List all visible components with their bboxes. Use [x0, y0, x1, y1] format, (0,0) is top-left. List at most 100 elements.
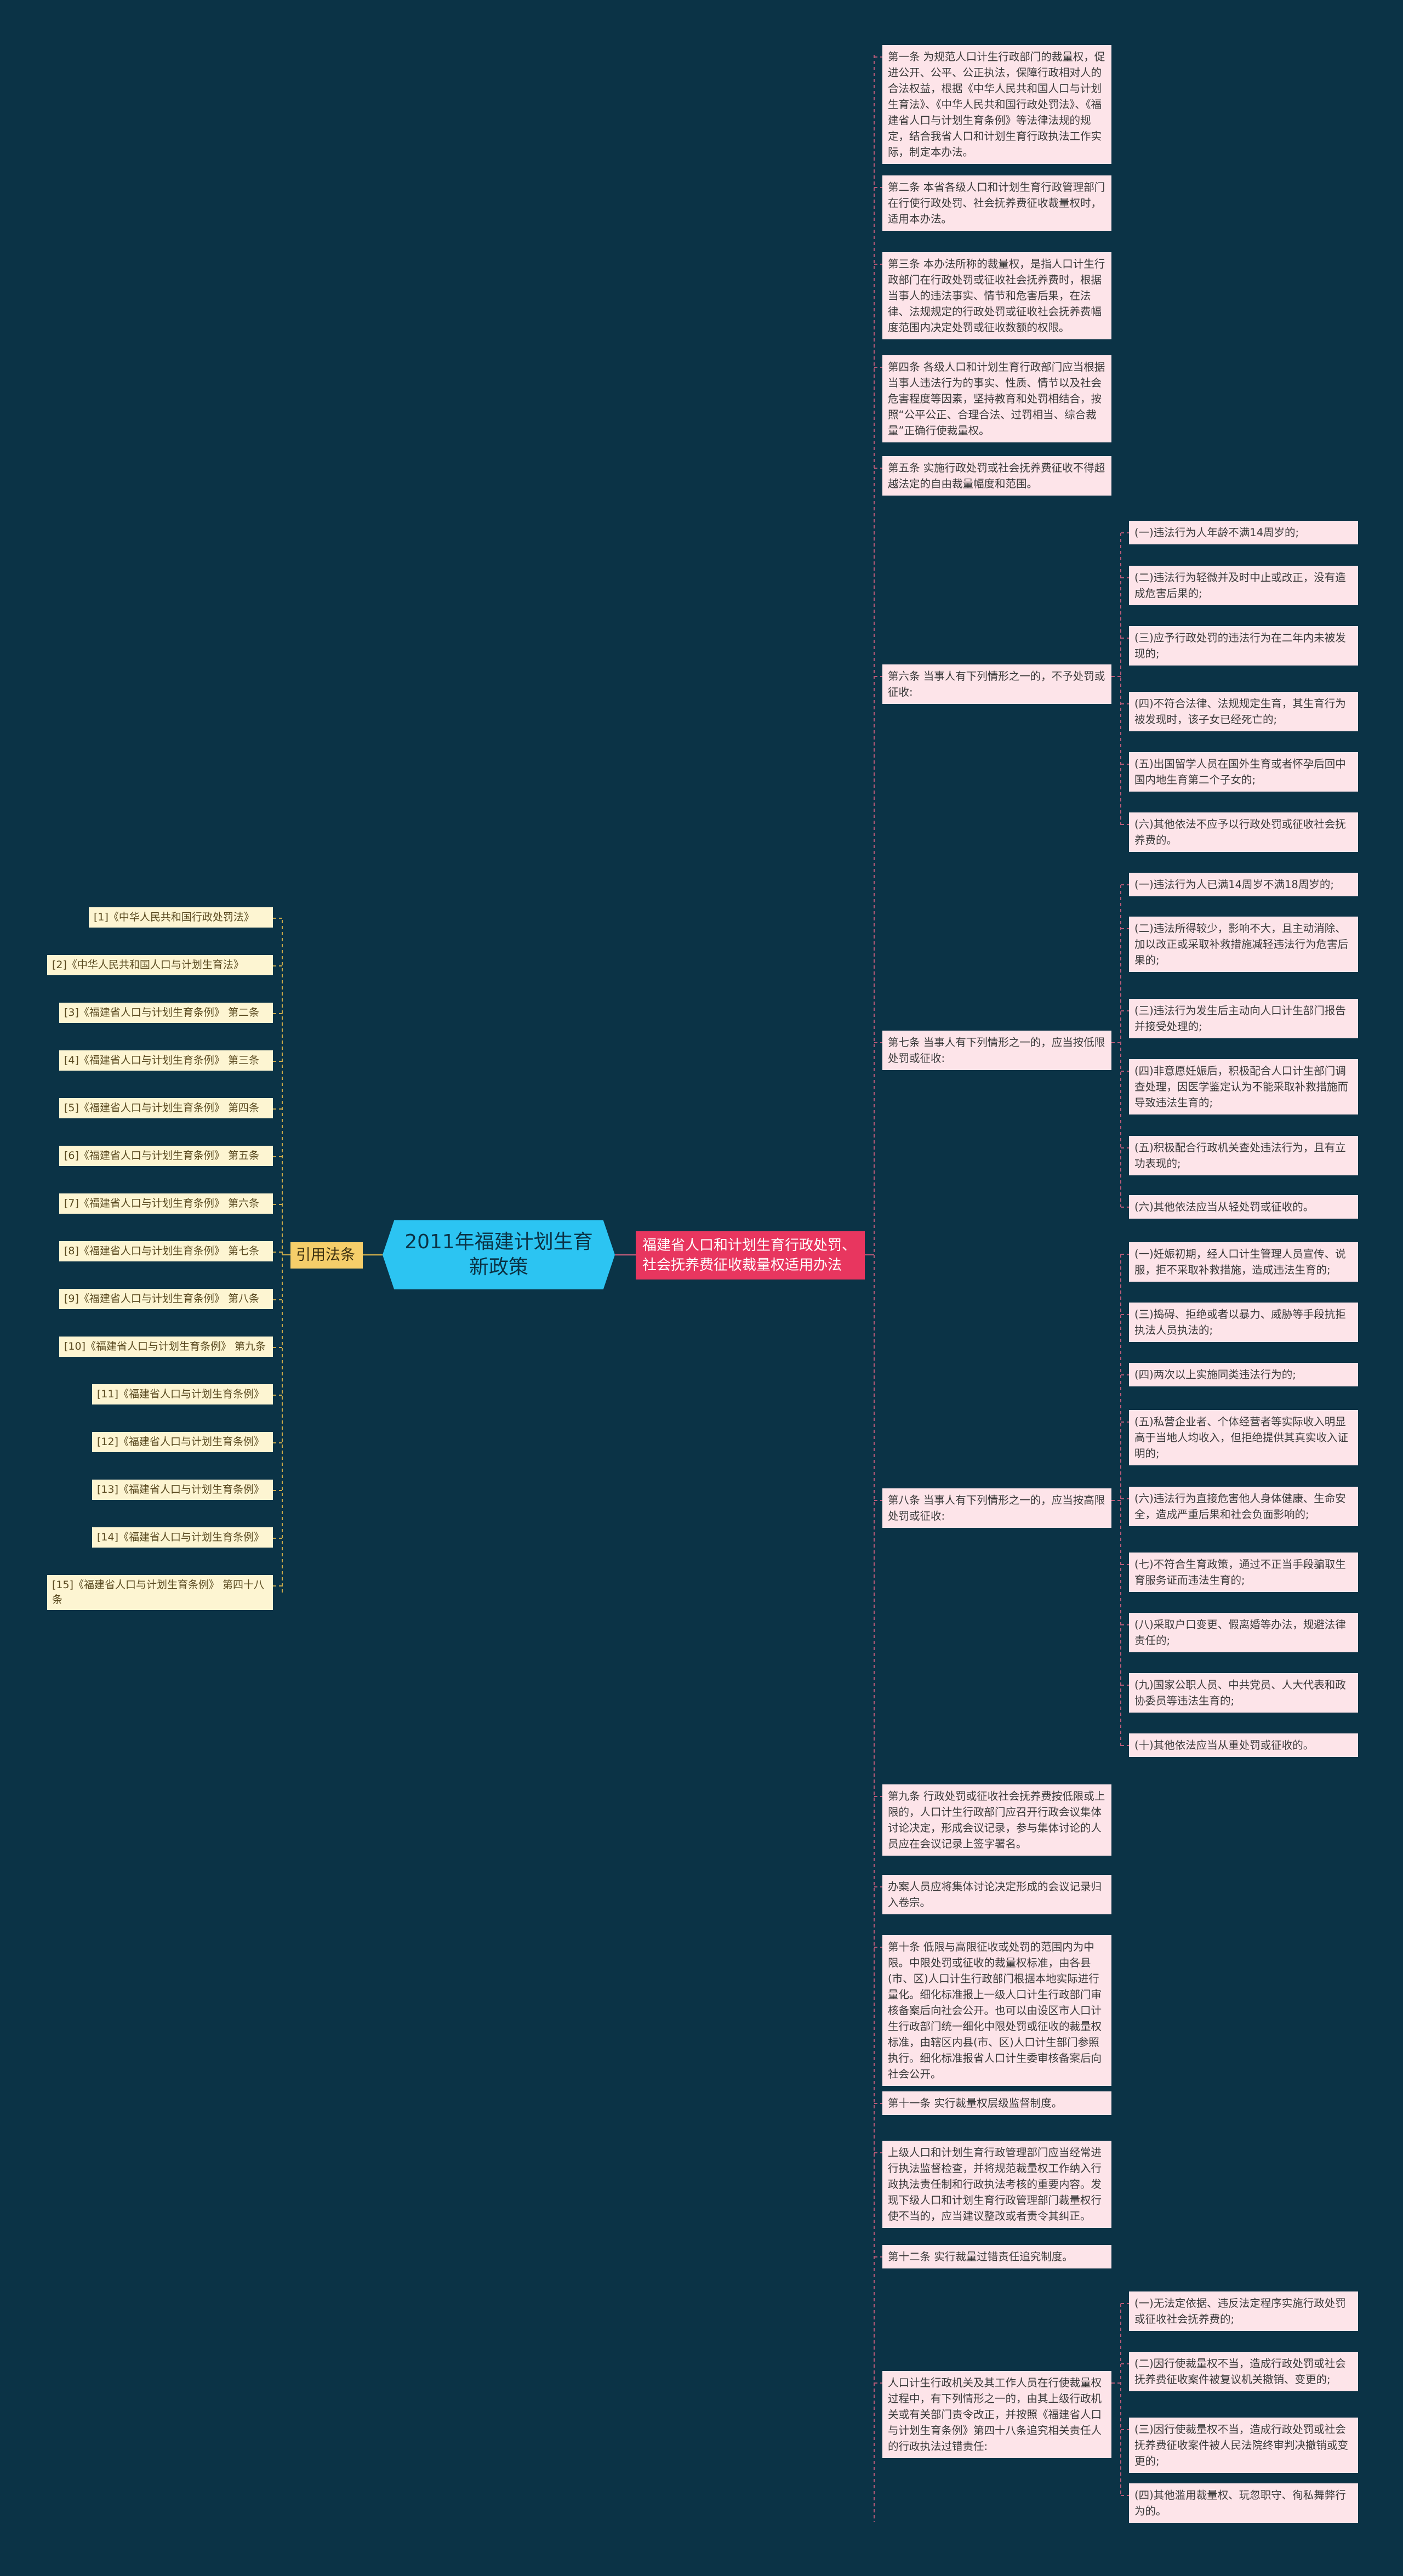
ref-item-label: [9]《福建省人口与计划生育条例》 第八条	[64, 1293, 259, 1305]
art12-items-item-label: (三)因行使裁量权不当，造成行政处罚或社会抚养费征收案件被人民法院终审判决撤销或…	[1134, 2423, 1349, 2467]
art7-items-item[interactable]: (一)违法行为人已满14周岁不满18周岁的;	[1129, 873, 1358, 896]
art6-items-item[interactable]: (六)其他依法不应予以行政处罚或征收社会抚养费的。	[1129, 812, 1358, 852]
article-13-label: 上级人口和计划生育行政管理部门应当经常进行执法监督检查，并将规范裁量权工作纳入行…	[888, 2146, 1102, 2222]
refs-branch[interactable]: 引用法条	[290, 1242, 363, 1269]
ref-item[interactable]: [7]《福建省人口与计划生育条例》 第六条	[59, 1193, 273, 1214]
art8-items-item[interactable]: (十)其他依法应当从重处罚或征收的。	[1129, 1733, 1358, 1757]
center-topic[interactable]: 2011年福建计划生育新政策	[383, 1220, 615, 1289]
ref-item[interactable]: [6]《福建省人口与计划生育条例》 第五条	[59, 1146, 273, 1166]
art12-items-item[interactable]: (一)无法定依据、违反法定程序实施行政处罚或征收社会抚养费的;	[1129, 2291, 1358, 2331]
article-9-label: 第九条 行政处罚或征收社会抚养费按低限或上限的，人口计生行政部门应召开行政会议集…	[888, 1790, 1105, 1850]
art7-items-item[interactable]: (二)违法所得较少，影响不大，且主动消除、加以改正或采取补救措施减轻违法行为危害…	[1129, 917, 1358, 972]
ref-item[interactable]: [3]《福建省人口与计划生育条例》 第二条	[59, 1003, 273, 1023]
art8-items-item[interactable]: (三)捣碍、拒绝或者以暴力、威胁等手段抗拒执法人员执法的;	[1129, 1303, 1358, 1342]
art12-items-item[interactable]: (四)其他滥用裁量权、玩忽职守、徇私舞弊行为的。	[1129, 2483, 1358, 2523]
ref-item[interactable]: [11]《福建省人口与计划生育条例》	[92, 1384, 273, 1404]
art7-items-item[interactable]: (四)非意愿妊娠后，积极配合人口计生部门调查处理，因医学鉴定认为不能采取补救措施…	[1129, 1059, 1358, 1114]
art8-items-item-label: (八)采取户口变更、假离婚等办法，规避法律责任的;	[1134, 1618, 1346, 1647]
ref-item-label: [4]《福建省人口与计划生育条例》 第三条	[64, 1054, 259, 1066]
art8-items-item[interactable]: (九)国家公职人员、中共党员、人大代表和政协委员等违法生育的;	[1129, 1673, 1358, 1713]
ref-item-label: [2]《中华人民共和国人口与计划生育法》	[52, 959, 244, 971]
art7-items-item-label: (五)积极配合行政机关查处违法行为，且有立功表现的;	[1134, 1141, 1346, 1170]
article-2-label: 第二条 本省各级人口和计划生育行政管理部门在行使行政处罚、社会抚养费征收裁量权时…	[888, 181, 1105, 225]
article-3-label: 第三条 本办法所称的裁量权，是指人口计生行政部门在行政处罚或征收社会抚养费时，根…	[888, 258, 1105, 334]
article-12-label: 第十一条 实行裁量权层级监督制度。	[888, 2097, 1063, 2109]
article-9[interactable]: 第九条 行政处罚或征收社会抚养费按低限或上限的，人口计生行政部门应召开行政会议集…	[882, 1784, 1111, 1856]
art12-items-item[interactable]: (二)因行使裁量权不当，造成行政处罚或社会抚养费征收案件被复议机关撤销、变更的;	[1129, 2352, 1358, 2391]
art8-items-item-label: (四)两次以上实施同类违法行为的;	[1134, 1368, 1296, 1381]
main-branch[interactable]: 福建省人口和计划生育行政处罚、社会抚养费征收裁量权适用办法	[636, 1231, 865, 1280]
art8-items-item[interactable]: (四)两次以上实施同类违法行为的;	[1129, 1363, 1358, 1386]
ref-item[interactable]: [13]《福建省人口与计划生育条例》	[92, 1480, 273, 1500]
ref-item-label: [11]《福建省人口与计划生育条例》	[97, 1388, 265, 1400]
ref-item[interactable]: [14]《福建省人口与计划生育条例》	[92, 1527, 273, 1548]
art8-items-item[interactable]: (八)采取户口变更、假离婚等办法，规避法律责任的;	[1129, 1613, 1358, 1652]
article-11-label: 第十条 低限与高限征收或处罚的范围内为中限。中限处罚或征收的裁量权标准，由各县(…	[888, 1941, 1102, 2080]
ref-item[interactable]: [10]《福建省人口与计划生育条例》 第九条	[59, 1337, 273, 1357]
ref-item[interactable]: [4]《福建省人口与计划生育条例》 第三条	[59, 1050, 273, 1071]
ref-item[interactable]: [1]《中华人民共和国行政处罚法》	[89, 907, 273, 928]
article-2[interactable]: 第二条 本省各级人口和计划生育行政管理部门在行使行政处罚、社会抚养费征收裁量权时…	[882, 175, 1111, 231]
article-14-label: 第十二条 实行裁量过错责任追究制度。	[888, 2250, 1073, 2263]
center-topic-label: 2011年福建计划生育新政策	[404, 1231, 593, 1278]
article-1-label: 第一条 为规范人口计生行政部门的裁量权，促进公开、公平、公正执法，保障行政相对人…	[888, 50, 1105, 158]
article-11[interactable]: 第十条 低限与高限征收或处罚的范围内为中限。中限处罚或征收的裁量权标准，由各县(…	[882, 1935, 1111, 2086]
article-10[interactable]: 办案人员应将集体讨论决定形成的会议记录归入卷宗。	[882, 1875, 1111, 1914]
art6-items-item-label: (一)违法行为人年龄不满14周岁的;	[1134, 526, 1299, 539]
article-8[interactable]: 第八条 当事人有下列情形之一的，应当按高限处罚或征收:	[882, 1488, 1111, 1528]
ref-item[interactable]: [9]《福建省人口与计划生育条例》 第八条	[59, 1289, 273, 1309]
art8-items-item[interactable]: (七)不符合生育政策，通过不正当手段骗取生育服务证而违法生育的;	[1129, 1553, 1358, 1592]
article-7-label: 第七条 当事人有下列情形之一的，应当按低限处罚或征收:	[888, 1036, 1105, 1065]
art6-items-item[interactable]: (二)违法行为轻微并及时中止或改正，没有造成危害后果的;	[1129, 566, 1358, 605]
art8-items-item-label: (五)私营企业者、个体经营者等实际收入明显高于当地人均收入，但拒绝提供其真实收入…	[1134, 1415, 1349, 1460]
article-14[interactable]: 第十二条 实行裁量过错责任追究制度。	[882, 2245, 1111, 2268]
ref-item[interactable]: [8]《福建省人口与计划生育条例》 第七条	[59, 1241, 273, 1261]
ref-item[interactable]: [15]《福建省人口与计划生育条例》 第四十八条	[47, 1575, 273, 1610]
art6-items-item-label: (六)其他依法不应予以行政处罚或征收社会抚养费的。	[1134, 818, 1346, 846]
art6-items-item-label: (三)应予行政处罚的违法行为在二年内未被发现的;	[1134, 632, 1346, 660]
article-12[interactable]: 第十一条 实行裁量权层级监督制度。	[882, 2091, 1111, 2115]
art7-items-item-label: (六)其他依法应当从轻处罚或征收的。	[1134, 1201, 1314, 1213]
art7-items-item[interactable]: (六)其他依法应当从轻处罚或征收的。	[1129, 1195, 1358, 1219]
article-5-label: 第五条 实施行政处罚或社会抚养费征收不得超越法定的自由裁量幅度和范围。	[888, 462, 1105, 490]
art8-items-item-label: (十)其他依法应当从重处罚或征收的。	[1134, 1739, 1314, 1752]
art7-items-item-label: (二)违法所得较少，影响不大，且主动消除、加以改正或采取补救措施减轻违法行为危害…	[1134, 922, 1349, 966]
ref-item-label: [7]《福建省人口与计划生育条例》 第六条	[64, 1197, 259, 1209]
art7-items-item-label: (三)违法行为发生后主动向人口计生部门报告并接受处理的;	[1134, 1004, 1346, 1033]
art7-items-item[interactable]: (五)积极配合行政机关查处违法行为，且有立功表现的;	[1129, 1136, 1358, 1175]
ref-item-label: [3]《福建省人口与计划生育条例》 第二条	[64, 1006, 259, 1019]
art8-items-item[interactable]: (六)违法行为直接危害他人身体健康、生命安全，造成严重后果和社会负面影响的;	[1129, 1487, 1358, 1526]
main-branch-label: 福建省人口和计划生育行政处罚、社会抚养费征收裁量权适用办法	[642, 1237, 857, 1273]
art8-items-item-label: (九)国家公职人员、中共党员、人大代表和政协委员等违法生育的;	[1134, 1679, 1346, 1707]
art12-items-item[interactable]: (三)因行使裁量权不当，造成行政处罚或社会抚养费征收案件被人民法院终审判决撤销或…	[1129, 2418, 1358, 2473]
ref-item-label: [12]《福建省人口与计划生育条例》	[97, 1436, 265, 1448]
ref-item[interactable]: [5]《福建省人口与计划生育条例》 第四条	[59, 1098, 273, 1118]
article-15[interactable]: 人口计生行政机关及其工作人员在行使裁量权过程中，有下列情形之一的，由其上级行政机…	[882, 2371, 1111, 2458]
art6-items-item[interactable]: (四)不符合法律、法规规定生育，其生育行为被发现时，该子女已经死亡的;	[1129, 692, 1358, 731]
article-5[interactable]: 第五条 实施行政处罚或社会抚养费征收不得超越法定的自由裁量幅度和范围。	[882, 456, 1111, 496]
article-4[interactable]: 第四条 各级人口和计划生育行政部门应当根据当事人违法行为的事实、性质、情节以及社…	[882, 355, 1111, 442]
art7-items-item[interactable]: (三)违法行为发生后主动向人口计生部门报告并接受处理的;	[1129, 999, 1358, 1038]
article-7[interactable]: 第七条 当事人有下列情形之一的，应当按低限处罚或征收:	[882, 1031, 1111, 1070]
art6-items-item[interactable]: (三)应予行政处罚的违法行为在二年内未被发现的;	[1129, 626, 1358, 666]
ref-item[interactable]: [12]《福建省人口与计划生育条例》	[92, 1432, 273, 1452]
article-3[interactable]: 第三条 本办法所称的裁量权，是指人口计生行政部门在行政处罚或征收社会抚养费时，根…	[882, 252, 1111, 339]
article-13[interactable]: 上级人口和计划生育行政管理部门应当经常进行执法监督检查，并将规范裁量权工作纳入行…	[882, 2141, 1111, 2228]
refs-branch-label: 引用法条	[296, 1247, 355, 1264]
ref-item-label: [8]《福建省人口与计划生育条例》 第七条	[64, 1245, 259, 1257]
art8-items-item[interactable]: (一)妊娠初期，经人口计生管理人员宣传、说服，拒不采取补救措施，造成违法生育的;	[1129, 1242, 1358, 1282]
article-1[interactable]: 第一条 为规范人口计生行政部门的裁量权，促进公开、公平、公正执法，保障行政相对人…	[882, 45, 1111, 164]
art8-items-item-label: (三)捣碍、拒绝或者以暴力、威胁等手段抗拒执法人员执法的;	[1134, 1308, 1346, 1337]
art7-items-item-label: (四)非意愿妊娠后，积极配合人口计生部门调查处理，因医学鉴定认为不能采取补救措施…	[1134, 1065, 1349, 1109]
article-6[interactable]: 第六条 当事人有下列情形之一的，不予处罚或征收:	[882, 664, 1111, 704]
ref-item[interactable]: [2]《中华人民共和国人口与计划生育法》	[47, 955, 273, 975]
ref-item-label: [5]《福建省人口与计划生育条例》 第四条	[64, 1102, 259, 1114]
article-8-label: 第八条 当事人有下列情形之一的，应当按高限处罚或征收:	[888, 1494, 1105, 1522]
art8-items-item[interactable]: (五)私营企业者、个体经营者等实际收入明显高于当地人均收入，但拒绝提供其真实收入…	[1129, 1410, 1358, 1465]
ref-item-label: [1]《中华人民共和国行政处罚法》	[94, 911, 254, 923]
art6-items-item[interactable]: (五)出国留学人员在国外生育或者怀孕后回中国内地生育第二个子女的;	[1129, 752, 1358, 792]
art6-items-item[interactable]: (一)违法行为人年龄不满14周岁的;	[1129, 521, 1358, 544]
article-6-label: 第六条 当事人有下列情形之一的，不予处罚或征收:	[888, 670, 1105, 698]
